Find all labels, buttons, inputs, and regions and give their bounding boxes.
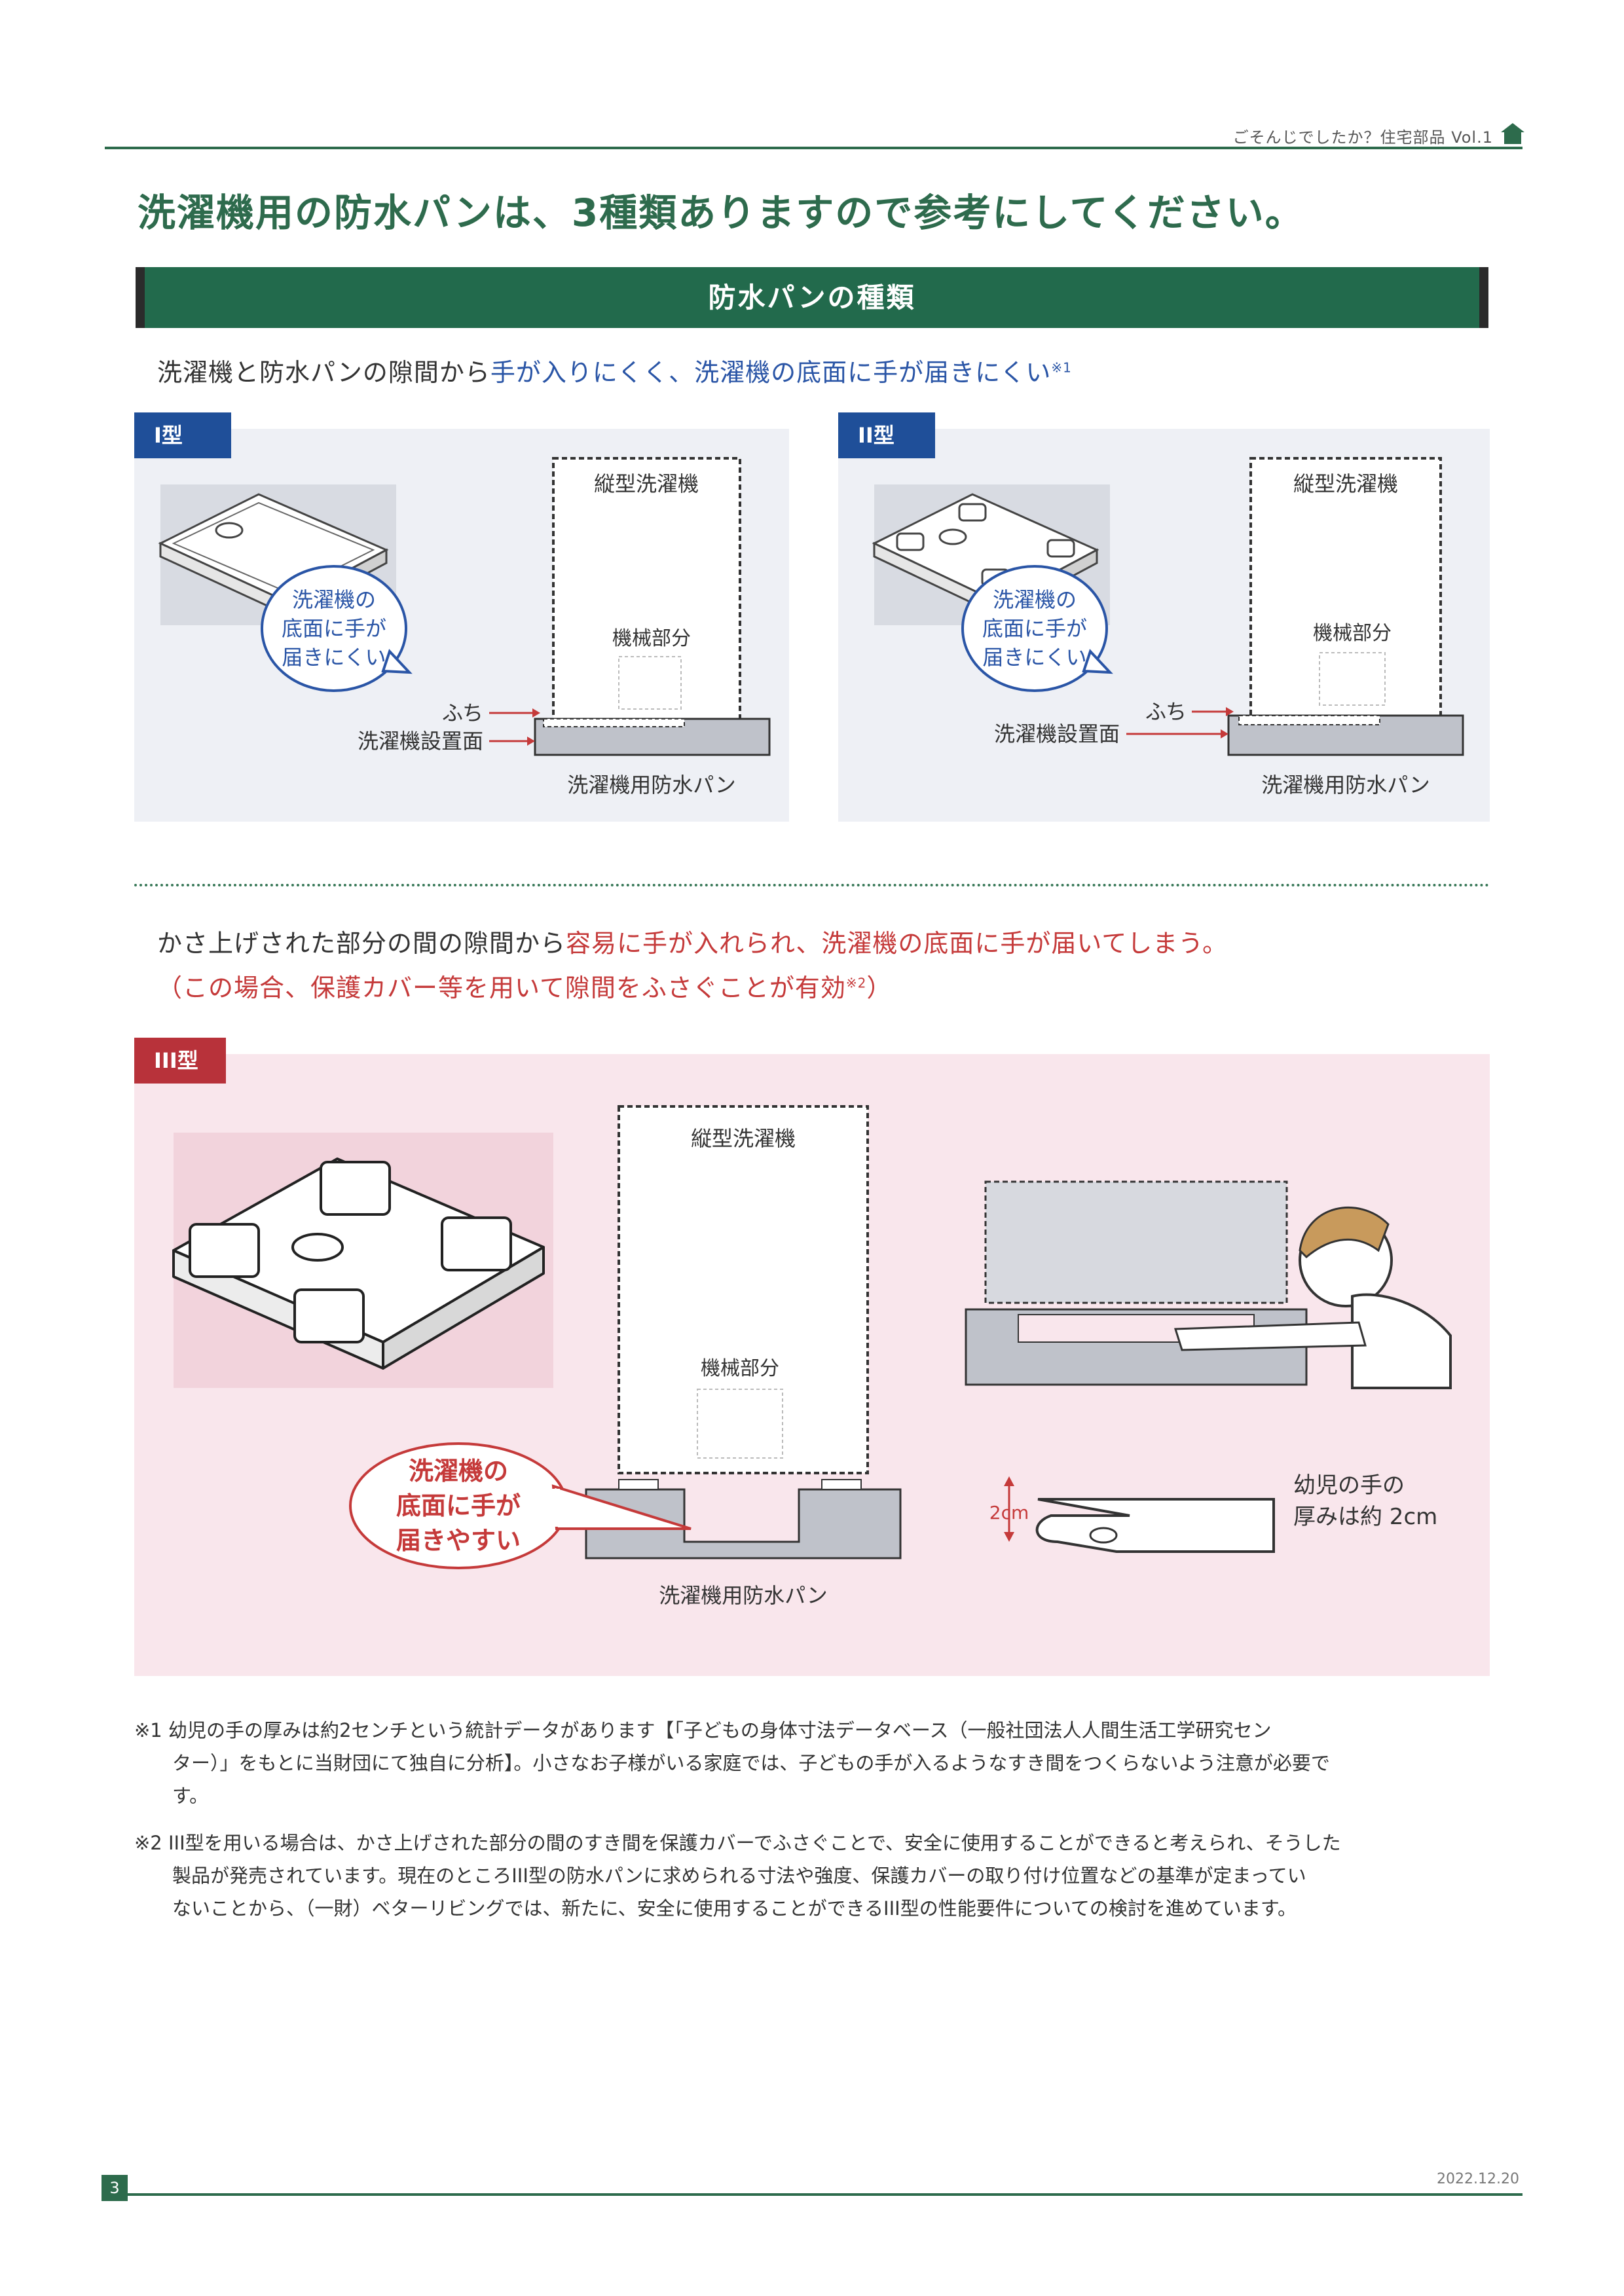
hand-dim-label: 2cm [989,1502,1029,1523]
footnote-2: ※2 III型を用いる場合は、かさ上げされた部分の間のすき間を保護カバーでふさぐ… [134,1827,1490,1925]
hand-caption-l1: 幼児の手の [1293,1472,1405,1499]
type1-mech-label: 機械部分 [612,627,691,650]
type3-bubble-l1: 洗濯機の [409,1457,508,1485]
hand-caption-l2: 厚みは約 2cm [1293,1504,1437,1530]
type3-bubble-l2: 底面に手が [396,1491,521,1520]
page-number: 3 [101,2175,128,2201]
footnote-2-l3: ないことから、（一財）ベターリビングでは、新たに、安全に使用することができるII… [172,1897,1297,1920]
lead-types12: 洗濯機と防水パンの隙間から手が入りにくく、洗濯機の底面に手が届きにくい※1 [157,352,1072,388]
lead3-plain: かさ上げされた部分の間の隙間から [157,929,566,958]
lead-note-ref: ※1 [1051,359,1072,376]
type1-bubble-l1: 洗濯機の [292,587,376,612]
type1-machine-outline [552,457,741,725]
house-icon [1501,123,1524,144]
section-separator [134,884,1490,886]
type2-surface-label: 洗濯機設置面 [994,721,1120,746]
lead3-paren-close: ） [866,974,893,1002]
type1-machine-label: 縦型洗濯機 [594,471,699,496]
hand-thickness-illustration [1004,1476,1275,1553]
type3-badge: III型 [134,1038,226,1084]
type3-diagram: 縦型洗濯機 機械部分 洗濯機の 底面に手が 届きやすい 洗濯機用防水パン [172,1105,1452,1608]
type2-bubble-l2: 底面に手が [982,616,1087,641]
running-header: ごそんじでしたか？住宅部品 Vol.1 [1232,128,1493,147]
footnote-1-l2: ター）」をもとに当財団にて独自に分析】。小さなお子様がいる家庭では、子どもの手が… [172,1752,1330,1774]
type1-bubble-l3: 届きにくい [282,645,386,670]
type2-machine-label: 縦型洗濯機 [1293,471,1398,496]
lead3-highlight: 容易に手が入れられ、洗濯機の底面に手が届いてしまう。 [566,929,1228,958]
footer-rule [115,2193,1522,2196]
section-heading: 防水パンの種類 [708,282,916,314]
type1-diagram: 縦型洗濯機 機械部分 洗濯機の 底面に手が 届きにくい ふち 洗濯機設置面 洗濯… [158,457,771,797]
lead-plain: 洗濯機と防水パンの隙間から [157,358,490,387]
lead3-paren-note: ※2 [845,975,867,991]
type1-surface-label: 洗濯機設置面 [358,729,483,754]
footnote-1-l1: ※1 幼児の手の厚みは約2センチという統計データがあります【「子どもの身体寸法デ… [134,1719,1272,1741]
type1-rim-label: ふち [442,701,483,725]
lead-type3-paren: （この場合、保護カバー等を用いて隙間をふさぐことが有効※2） [157,968,892,1004]
type2-pan-label: 洗濯機用防水パン [1261,773,1430,797]
lead3-paren: （この場合、保護カバー等を用いて隙間をふさぐことが有効 [157,974,846,1002]
footnote-2-l2: 製品が発売されています。現在のところIII型の防水パンに求められる寸法や強度、保… [172,1865,1306,1887]
footnote-2-l1: ※2 III型を用いる場合は、かさ上げされた部分の間のすき間を保護カバーでふさぐ… [134,1832,1341,1854]
type3-panel: 縦型洗濯機 機械部分 洗濯機の 底面に手が 届きやすい 洗濯機用防水パン [134,1054,1490,1676]
type3-machine-label: 縦型洗濯機 [691,1126,796,1151]
type1-pan-section [534,718,771,756]
type1-mech-box [618,656,682,710]
child-reaching-illustration [965,1180,1452,1389]
type3-bubble-l3: 届きやすい [396,1526,521,1555]
type2-mech-label: 機械部分 [1313,622,1392,645]
section-heading-bar: 防水パンの種類 [136,267,1488,328]
footnote-1-l3: す。 [172,1785,209,1807]
type2-bubble-l3: 届きにくい [982,645,1086,670]
lead-type3: かさ上げされた部分の間の隙間から容易に手が入れられ、洗濯機の底面に手が届いてしま… [157,923,1228,959]
type2-badge: II型 [838,412,935,458]
type2-machine-outline [1249,457,1442,721]
type3-mech-box [697,1389,783,1459]
type1-bubble-l2: 底面に手が [282,616,386,641]
page-title: 洗濯機用の防水パンは、3種類ありますので参考にしてください。 [138,191,1304,235]
type3-pan-label: 洗濯機用防水パン [659,1583,828,1608]
type2-panel: 縦型洗濯機 機械部分 洗濯機の 底面に手が 届きにくい ふち 洗濯機設置面 洗濯… [838,429,1490,822]
type1-badge: I型 [134,412,231,458]
footer-date: 2022.12.20 [1437,2171,1519,2187]
type3-pan-section [585,1488,902,1559]
type1-bubble [261,565,407,692]
type2-bubble [961,565,1108,692]
type1-pan-label: 洗濯機用防水パン [567,773,736,797]
header-rule [105,147,1522,149]
type2-diagram: 縦型洗濯機 機械部分 洗濯機の 底面に手が 届きにくい ふち 洗濯機設置面 洗濯… [872,457,1464,797]
type2-rim-label: ふち [1145,699,1187,724]
footnote-1: ※1 幼児の手の厚みは約2センチという統計データがあります【「子どもの身体寸法デ… [134,1714,1490,1812]
type3-mech-label: 機械部分 [701,1357,779,1380]
type3-machine-outline [618,1105,869,1474]
lead-highlight: 手が入りにくく、洗濯機の底面に手が届きにくい [490,358,1052,387]
type1-panel: 縦型洗濯機 機械部分 洗濯機の 底面に手が 届きにくい ふち 洗濯機設置面 洗濯… [134,429,789,822]
type2-mech-box [1319,652,1386,706]
type2-bubble-l1: 洗濯機の [993,587,1077,612]
type3-pan-illustration [172,1157,545,1370]
